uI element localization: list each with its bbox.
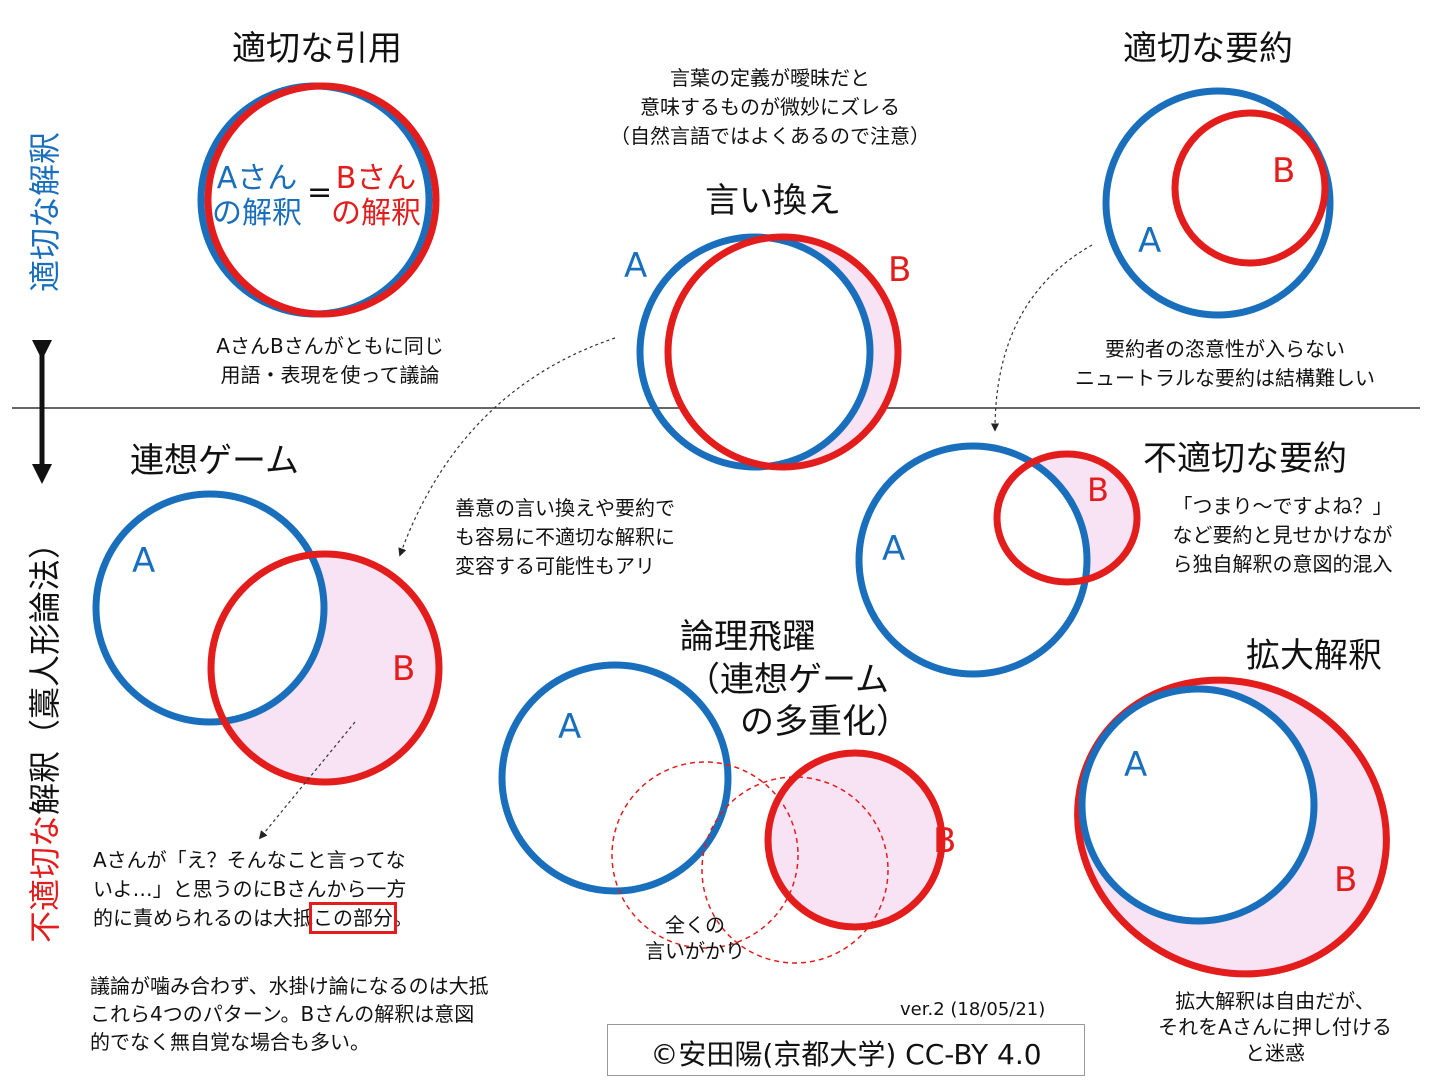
paraphrase-label-a: A [624, 246, 648, 286]
association-note: Aさんが「え？そんなこと言ってな いよ…」と思うのにBさんから一方 的に責められ… [93, 846, 413, 934]
expansion-note-line3: と迷惑 [1245, 1041, 1305, 1065]
proper-summary-circle-b [1171, 109, 1329, 267]
proper-summary-label-b: B [1272, 151, 1296, 191]
association-highlight-box: この部分 [309, 902, 397, 934]
leap-circle-a [498, 661, 732, 895]
improper-summary-note-line3: ら独自解釈の意図的混入 [1172, 552, 1393, 576]
leap-dashed-circle-1 [611, 761, 799, 949]
paraphrase-note-line2: 意味するものが微妙にズレる [640, 95, 900, 119]
association-circle-b [207, 550, 443, 786]
improper-summary-circle-a [855, 442, 1091, 678]
paraphrase-circle-b [664, 233, 902, 471]
association-label-a: A [132, 541, 156, 581]
proper-quote-equals: = [307, 175, 333, 210]
proper-quote-a-label: Aさん の解釈 [212, 161, 302, 231]
leap-label-b: B [933, 821, 957, 861]
association-note-line3-end: 。 [393, 906, 413, 930]
proper-quote-circle-b [204, 82, 440, 318]
improper-summary-note-line2: など要約と見せかけなが [1172, 523, 1393, 547]
improper-summary-label-b: B [1087, 471, 1109, 509]
paraphrase-title: 言い換え [705, 181, 841, 221]
credit-box: ©安田陽(京都大学) CC-BY 4.0 [607, 1024, 1085, 1076]
improper-summary-title: 不適切な要約 [1143, 439, 1347, 479]
leap-title-line1: 論理飛躍 [680, 617, 816, 657]
proper-quote-a-line1: Aさん [216, 161, 298, 196]
expansion-label-b: B [1334, 860, 1358, 900]
proper-summary-title: 適切な要約 [1123, 29, 1293, 69]
association-note-line2: いよ…」と思うのにBさんから一方 [93, 877, 407, 901]
proper-summary-note-line1: 要約者の恣意性が入らない [1105, 337, 1345, 361]
expansion-label-a: A [1124, 745, 1148, 785]
paraphrase-note-line3: （自然言語ではよくあるので注意） [610, 124, 930, 148]
leap-dashed-circle-2 [701, 776, 889, 964]
association-note-line3: 的に責められるのは大抵この部分。 [93, 902, 413, 934]
leap-note: 全くの 言いがかり [620, 912, 770, 964]
arrow-b-to-note [258, 721, 356, 840]
expansion-note-line2: それをAさんに押し付ける [1158, 1015, 1392, 1039]
proper-quote-b-line2: の解釈 [331, 195, 421, 231]
proper-summary-label-a: A [1138, 221, 1162, 261]
association-a-overlap-fill [211, 554, 324, 722]
improper-summary-note: 「つまり〜ですよね？」 など要約と見せかけなが ら独自解釈の意図的混入 [1135, 492, 1430, 579]
version-label: ver.2 (18/05/21) [900, 999, 1046, 1020]
side-label-improper-red: 不適切な [26, 815, 64, 944]
association-circle-a [92, 490, 328, 726]
summary-note-line1: 議論が噛み合わず、水掛け論になるのは大抵 [90, 974, 489, 998]
expansion-note: 拡大解釈は自由だが、 それをAさんに押し付ける と迷惑 [1120, 988, 1430, 1066]
proper-quote-b-line1: Bさん [335, 161, 417, 196]
paraphrase-label-b: B [888, 250, 912, 290]
leap-title-line2: （連想ゲーム [686, 659, 889, 700]
expansion-title: 拡大解釈 [1246, 636, 1382, 676]
association-title: 連想ゲーム [130, 441, 299, 481]
proper-quote-a-line2: の解釈 [212, 195, 302, 231]
leap-label-a: A [558, 707, 582, 747]
summary-note-line3: 的でなく無自覚な場合も多い。 [90, 1030, 370, 1054]
expansion-circle-a [1078, 685, 1318, 925]
expansion-note-line1: 拡大解釈は自由だが、 [1175, 989, 1375, 1013]
credit-text: ©安田陽(京都大学) CC-BY 4.0 [650, 1038, 1042, 1071]
side-label-proper: 適切な解釈 [26, 131, 64, 292]
improper-summary-note-line1: 「つまり〜ですよね？」 [1172, 494, 1393, 518]
association-label-b: B [392, 649, 416, 689]
proper-quote-title: 適切な引用 [232, 29, 402, 69]
side-label-improper-black: 解釈（藁人形論法） [26, 526, 64, 815]
proper-quote-note-line2: 用語・表現を使って議論 [220, 363, 440, 387]
proper-summary-circle-a [1102, 87, 1334, 319]
leap-note-line2: 言いがかり [645, 939, 745, 963]
association-note-line3-text: 的に責められるのは大抵 [93, 906, 313, 930]
leap-circle-b [764, 749, 946, 931]
improper-summary-a-overlap-fill [997, 454, 1087, 582]
goodwill-note-line1: 善意の言い換えや要約で [455, 496, 675, 520]
paraphrase-note: 言葉の定義が曖昧だと 意味するものが微妙にズレる （自然言語ではよくあるので注意… [560, 64, 980, 151]
leap-pink-fill [768, 753, 942, 927]
side-label-improper: 不適切な解釈（藁人形論法） [20, 525, 64, 945]
leap-note-line1: 全くの [665, 913, 725, 937]
goodwill-note-line2: も容易に不適切な解釈に [455, 525, 675, 549]
association-note-line1: Aさんが「え？そんなこと言ってな [93, 848, 406, 872]
proper-quote-note: AさんBさんがともに同じ 用語・表現を使って議論 [180, 332, 480, 390]
leap-title: 論理飛躍 （連想ゲーム の多重化） [640, 616, 910, 744]
summary-note-line2: これら4つのパターン。Bさんの解釈は意図 [90, 1002, 475, 1026]
arrow-paraphrase-to-association [398, 337, 616, 557]
proper-quote-b-label: Bさん の解釈 [331, 161, 421, 231]
improper-summary-label-a: A [882, 529, 906, 569]
summary-note: 議論が噛み合わず、水掛け論になるのは大抵 これら4つのパターン。Bさんの解釈は意… [90, 972, 489, 1056]
improper-summary-circle-b [993, 450, 1141, 586]
leap-title-line3: の多重化） [740, 702, 910, 742]
paraphrase-note-line1: 言葉の定義が曖昧だと [670, 66, 870, 90]
goodwill-note: 善意の言い換えや要約で も容易に不適切な解釈に 変容する可能性もアリ [455, 494, 675, 581]
arrow-summary-to-improper [990, 244, 1093, 432]
proper-summary-note: 要約者の恣意性が入らない ニュートラルな要約は結構難しい [1040, 335, 1410, 393]
proper-quote-note-line1: AさんBさんがともに同じ [216, 334, 444, 358]
paraphrase-a-overlap-fill [668, 237, 870, 467]
goodwill-note-line3: 変容する可能性もアリ [455, 554, 655, 578]
proper-summary-note-line2: ニュートラルな要約は結構難しい [1075, 366, 1375, 390]
